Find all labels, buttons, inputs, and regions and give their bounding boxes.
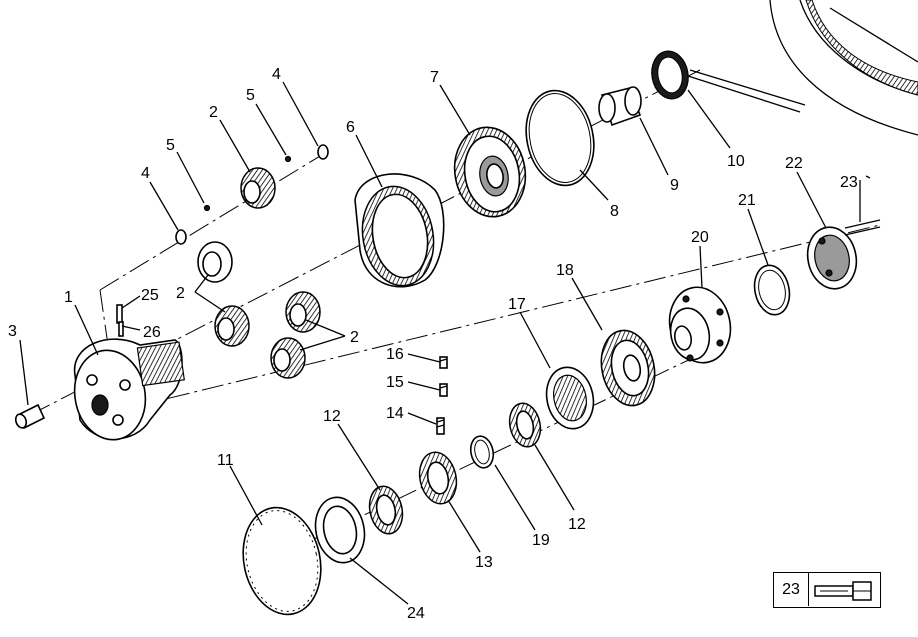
callout-16: 16 <box>386 346 404 363</box>
callout-13: 13 <box>475 554 493 571</box>
planet-gear-top <box>240 167 276 209</box>
callout-14: 14 <box>386 405 404 422</box>
callout-19: 19 <box>532 532 550 549</box>
callout-18: 18 <box>556 262 574 279</box>
retaining-ring-21 <box>753 264 791 316</box>
flange-hub <box>668 286 732 364</box>
callout-23: 23 <box>840 174 858 191</box>
callout-4-top: 4 <box>272 66 281 83</box>
planet-gear-right-lower <box>270 337 306 379</box>
callout-4-left: 4 <box>141 165 150 182</box>
callout-17: 17 <box>508 296 526 313</box>
large-snap-ring <box>525 89 595 187</box>
callout-20: 20 <box>691 229 709 246</box>
synchronizer-ring-right <box>508 402 542 448</box>
callout-3: 3 <box>8 323 17 340</box>
callout-10: 10 <box>727 153 745 170</box>
callout-8: 8 <box>610 203 619 220</box>
planet-gear-right-upper <box>285 291 321 333</box>
callout-2-left: 2 <box>176 285 185 302</box>
callout-5-left: 5 <box>166 137 175 154</box>
callout-9: 9 <box>670 177 679 194</box>
callout-12-right: 12 <box>568 516 586 533</box>
planet-gear-mid <box>214 305 250 347</box>
synchronizer-ring-left <box>368 485 404 535</box>
seal-ring <box>651 50 689 100</box>
callout-6: 6 <box>346 119 355 136</box>
friction-plate <box>242 506 322 616</box>
legend-number: 23 <box>774 573 809 606</box>
main-gear <box>453 126 527 218</box>
leader-lines <box>19 81 871 605</box>
callout-26: 26 <box>143 324 161 341</box>
thrust-ring <box>314 496 366 564</box>
callout-1: 1 <box>64 289 73 306</box>
synchronizer-hub <box>418 451 458 505</box>
bolts-23 <box>844 219 881 236</box>
shift-sleeve <box>545 366 595 430</box>
callout-2-top: 2 <box>209 104 218 121</box>
callout-25: 25 <box>141 287 159 304</box>
planet-gear-left <box>197 241 233 283</box>
planet-carrier <box>73 338 185 441</box>
callout-5-top: 5 <box>246 87 255 104</box>
output-gear <box>600 329 656 407</box>
ring-gear <box>354 173 445 288</box>
callout-15: 15 <box>386 374 404 391</box>
pin-part <box>14 403 46 430</box>
snap-rings-small <box>175 144 329 245</box>
callout-12-left: 12 <box>323 408 341 425</box>
snap-ring-19 <box>469 435 495 469</box>
callout-7: 7 <box>430 69 439 86</box>
corner-detail-view <box>687 0 918 136</box>
callout-11: 11 <box>217 452 234 469</box>
legend-box: 23 <box>773 572 881 608</box>
bushing <box>598 86 642 127</box>
callout-labels: 3 1 2 2 2 4 4 5 5 6 7 8 9 10 11 12 12 13… <box>8 66 858 622</box>
roll-pins <box>116 304 124 337</box>
callout-21: 21 <box>738 192 756 209</box>
callout-2-right: 2 <box>350 329 359 346</box>
callout-22: 22 <box>785 155 803 172</box>
detent-springs <box>436 356 448 435</box>
bolt-icon <box>814 581 872 601</box>
callout-24: 24 <box>407 605 425 622</box>
